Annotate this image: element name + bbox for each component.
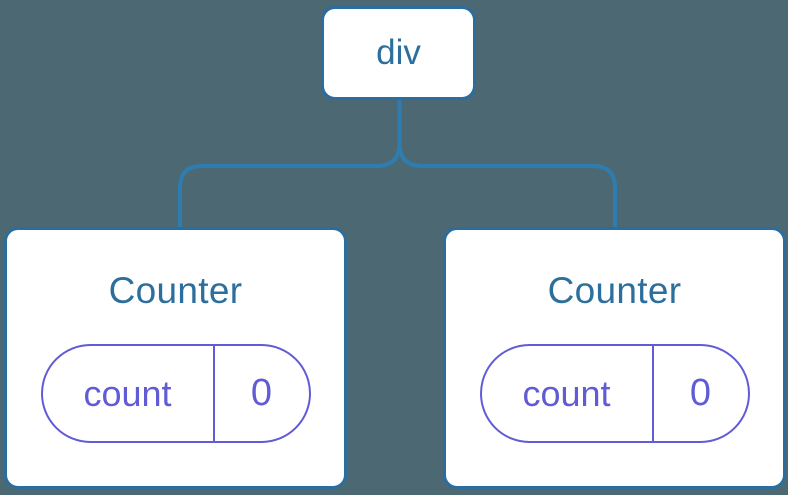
state-value: 0 (689, 372, 712, 414)
counter-node-left: Counter count 0 (4, 227, 347, 489)
state-value: 0 (250, 372, 273, 414)
connector-branch-right (397, 100, 617, 228)
component-title: Counter (547, 270, 682, 311)
component-title: Counter (108, 270, 243, 311)
state-key-label: count (482, 346, 654, 441)
root-node-label: div (376, 33, 421, 72)
state-key-label: count (43, 346, 215, 441)
counter-node-right: Counter count 0 (443, 227, 786, 489)
state-pill: count 0 (479, 344, 750, 443)
connector-branch-left (178, 100, 402, 228)
root-node-div: div (321, 6, 476, 100)
state-pill: count 0 (40, 344, 311, 443)
